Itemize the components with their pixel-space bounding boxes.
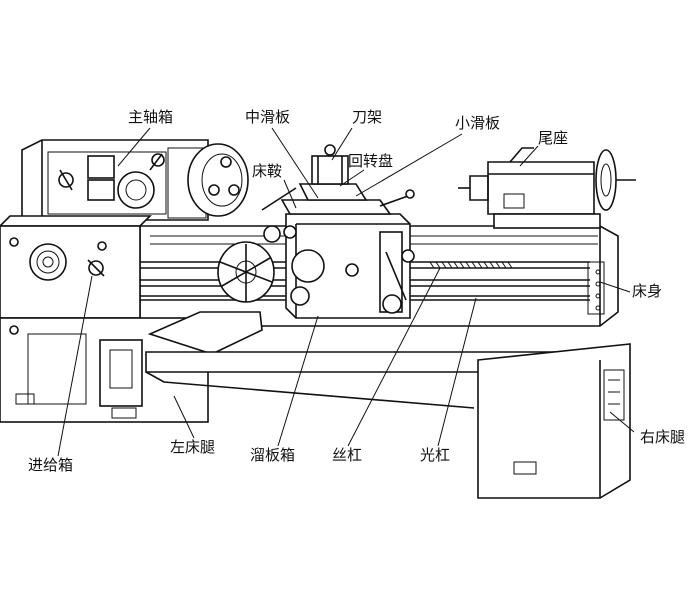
chuck <box>187 143 249 217</box>
label-left-bed-leg: 左床腿 <box>170 438 215 456</box>
label-tool-post: 刀架 <box>352 108 382 126</box>
right-bed-leg <box>477 343 631 499</box>
label-right-bed-leg: 右床腿 <box>640 428 685 446</box>
leader-lines <box>57 127 635 457</box>
label-feed-rod: 光杠 <box>420 446 450 464</box>
label-lead-screw: 丝杠 <box>332 446 362 464</box>
feed-box <box>0 215 152 319</box>
label-swivel-plate: 回转盘 <box>348 152 393 170</box>
label-tailstock: 尾座 <box>538 129 568 147</box>
labels: 主轴箱 中滑板 刀架 小滑板 尾座 床鞍 回转盘 床身 进给箱 左床腿 溜板箱 … <box>28 108 685 474</box>
label-feed-box: 进给箱 <box>28 456 73 474</box>
label-bed: 床身 <box>632 282 662 300</box>
tool-slides <box>261 144 415 215</box>
tailstock <box>458 147 636 229</box>
carriage-handwheel <box>217 225 297 303</box>
label-saddle: 床鞍 <box>252 162 282 180</box>
label-spindle-box: 主轴箱 <box>128 108 173 126</box>
label-middle-slide: 中滑板 <box>245 108 290 126</box>
carriage <box>285 213 415 319</box>
label-small-slide: 小滑板 <box>455 114 500 132</box>
headstock <box>21 139 209 221</box>
label-apron: 溜板箱 <box>250 446 295 464</box>
